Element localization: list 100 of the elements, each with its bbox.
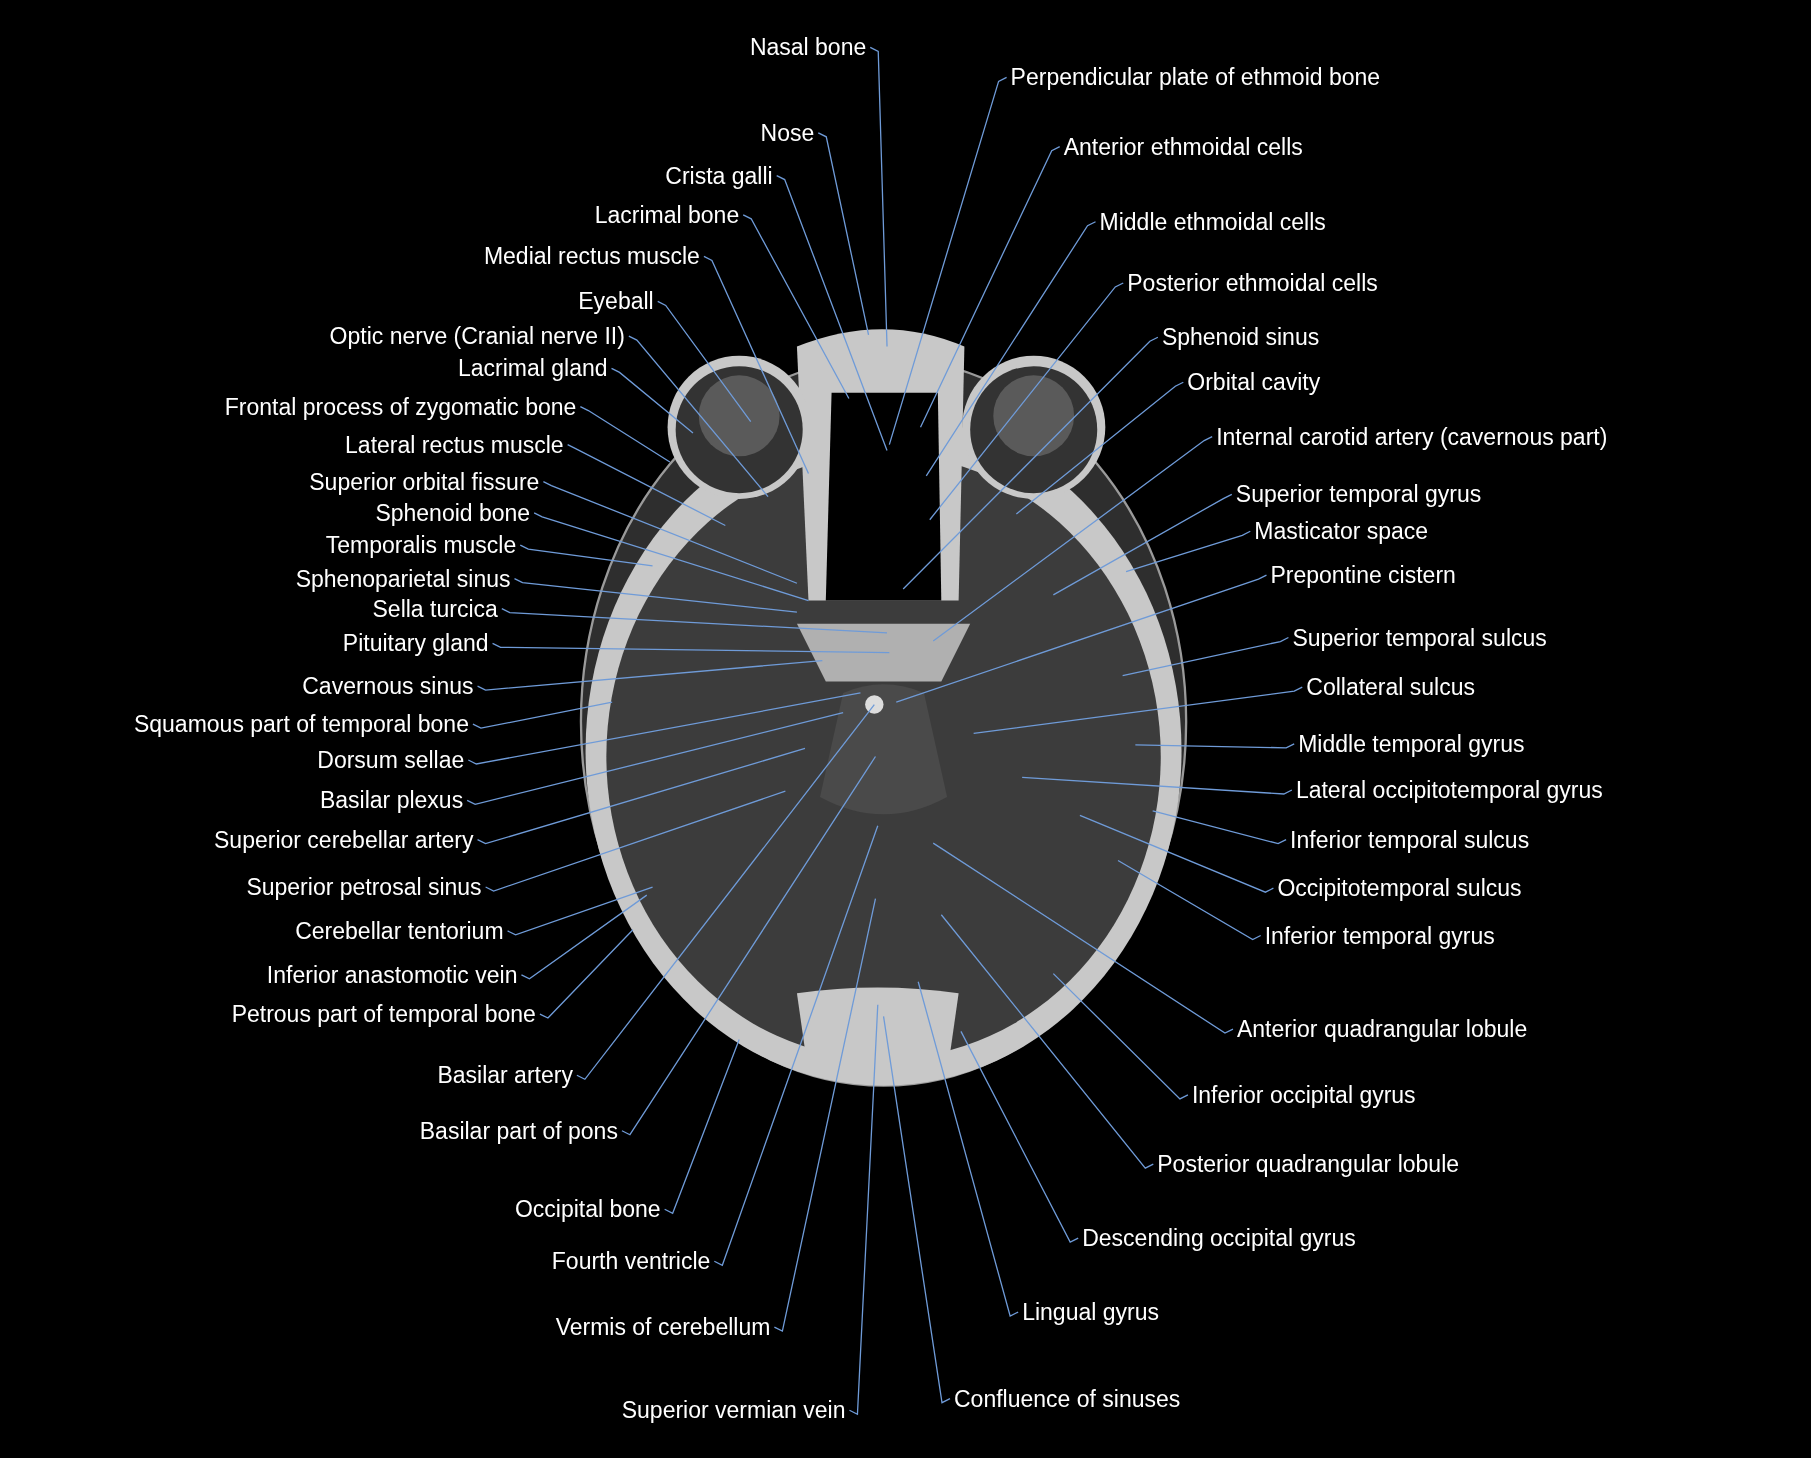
structure-label: Sella turcica [372, 594, 498, 623]
structure-label: Middle ethmoidal cells [1099, 207, 1326, 236]
structure-label: Vermis of cerebellum [555, 1313, 771, 1342]
leader-line [519, 544, 654, 567]
structure-label: Superior temporal sulcus [1292, 623, 1547, 652]
structure-label: Posterior quadrangular lobule [1157, 1150, 1460, 1179]
leader-line [742, 214, 850, 400]
structure-label: Inferior anastomotic vein [266, 960, 518, 989]
structure-label: Sphenoid sinus [1161, 323, 1320, 352]
structure-label: Superior petrosal sinus [246, 873, 482, 901]
leader-line [539, 929, 634, 1019]
leader-line [1052, 973, 1189, 1100]
structure-label: Lacrimal gland [457, 354, 608, 383]
leader-line [919, 146, 1061, 428]
leader-line [542, 480, 798, 584]
leader-line [664, 1038, 740, 1215]
leader-line [1122, 636, 1290, 677]
structure-label: Temporalis muscle [325, 531, 517, 560]
structure-label: Pituitary gland [342, 629, 489, 658]
structure-label: Descending occipital gyrus [1082, 1224, 1356, 1253]
structure-label: Internal carotid artery (cavernous part) [1216, 422, 1608, 451]
leader-line [773, 897, 877, 1332]
leader-line [940, 914, 1154, 1169]
leader-line [513, 578, 798, 613]
leader-line [703, 255, 810, 475]
leader-line [895, 574, 1268, 703]
structure-label: Basilar artery [437, 1061, 573, 1090]
structure-label: Anterior ethmoidal cells [1063, 132, 1303, 161]
leader-line [925, 221, 1097, 477]
structure-label: Lateral rectus muscle [345, 430, 564, 459]
leader-line [579, 405, 671, 463]
structure-label: Basilar part of pons [419, 1116, 618, 1145]
structure-label: Superior orbital fissure [309, 467, 540, 496]
leader-line [776, 174, 888, 452]
leader-line [1125, 530, 1251, 573]
leader-line [501, 608, 888, 634]
leader-line [520, 894, 648, 980]
structure-label: Inferior temporal sulcus [1290, 825, 1530, 854]
structure-label: Optic nerve (Cranial nerve II) [329, 322, 625, 351]
structure-label: Dorsum sellae [317, 745, 465, 774]
structure-label: Sphenoid bone [375, 498, 531, 527]
leader-line [888, 76, 1008, 446]
structure-label: Inferior occipital gyrus [1191, 1080, 1416, 1109]
leader-line [485, 790, 787, 892]
leader-line [628, 335, 769, 498]
leader-line [491, 642, 890, 654]
structure-label: Inferior temporal gyrus [1264, 921, 1495, 950]
structure-label: Eyeball [578, 287, 654, 316]
leader-line [610, 367, 694, 434]
structure-label: Cavernous sinus [302, 672, 474, 701]
structure-label: Masticator space [1254, 517, 1429, 546]
structure-label: Lingual gyrus [1022, 1298, 1159, 1327]
leader-line [576, 703, 875, 1081]
structure-label: Cerebellar tentorium [295, 916, 504, 945]
leader-line [472, 701, 613, 729]
structure-label: Perpendicular plate of ethmoid bone [1010, 63, 1381, 92]
leader-line [467, 692, 862, 765]
structure-label: Middle temporal gyrus [1298, 729, 1525, 758]
leader-line [817, 132, 870, 336]
leader-line [621, 755, 877, 1136]
leader-line [932, 842, 1234, 1034]
leader-line [973, 686, 1303, 735]
leader-line [1021, 776, 1293, 795]
leader-line [713, 825, 879, 1267]
structure-label: Superior cerebellar artery [214, 825, 474, 854]
leader-line [1079, 814, 1275, 893]
leader-line [506, 886, 654, 936]
leader-line [1134, 743, 1295, 749]
structure-label: Superior vermian vein [621, 1396, 846, 1425]
structure-label: Sphenoparietal sinus [295, 564, 511, 593]
leader-line [476, 660, 823, 691]
leader-line [917, 981, 1019, 1317]
structure-label: Collateral sulcus [1306, 673, 1475, 702]
structure-label: Nose [760, 118, 815, 147]
structure-label: Lacrimal bone [594, 200, 740, 229]
structure-label: Orbital cavity [1187, 368, 1321, 397]
leader-line [882, 1015, 951, 1404]
leader-line [466, 711, 844, 806]
structure-label: Lateral occipitotemporal gyrus [1295, 776, 1603, 804]
leader-line [1117, 859, 1262, 941]
leader-line [869, 46, 888, 348]
structure-label: Occipitotemporal sulcus [1277, 874, 1522, 903]
leader-line [1152, 810, 1287, 845]
leader-line [932, 435, 1213, 642]
leader-line [1015, 381, 1184, 515]
leader-line [567, 444, 726, 527]
structure-label: Medial rectus muscle [483, 242, 700, 271]
structure-label: Crista galli [665, 161, 773, 190]
leader-line [848, 1004, 879, 1416]
structure-label: Prepontine cistern [1270, 561, 1456, 590]
structure-label: Posterior ethmoidal cells [1127, 268, 1378, 297]
structure-label: Nasal bone [749, 33, 867, 62]
structure-label: Squamous part of temporal bone [133, 710, 469, 739]
leader-line [533, 512, 810, 602]
structure-label: Superior temporal gyrus [1235, 480, 1482, 509]
structure-label: Basilar plexus [319, 786, 464, 815]
leader-line [929, 282, 1124, 521]
leader-line [476, 747, 806, 845]
structure-label: Occipital bone [514, 1195, 661, 1224]
leader-line [657, 300, 752, 423]
